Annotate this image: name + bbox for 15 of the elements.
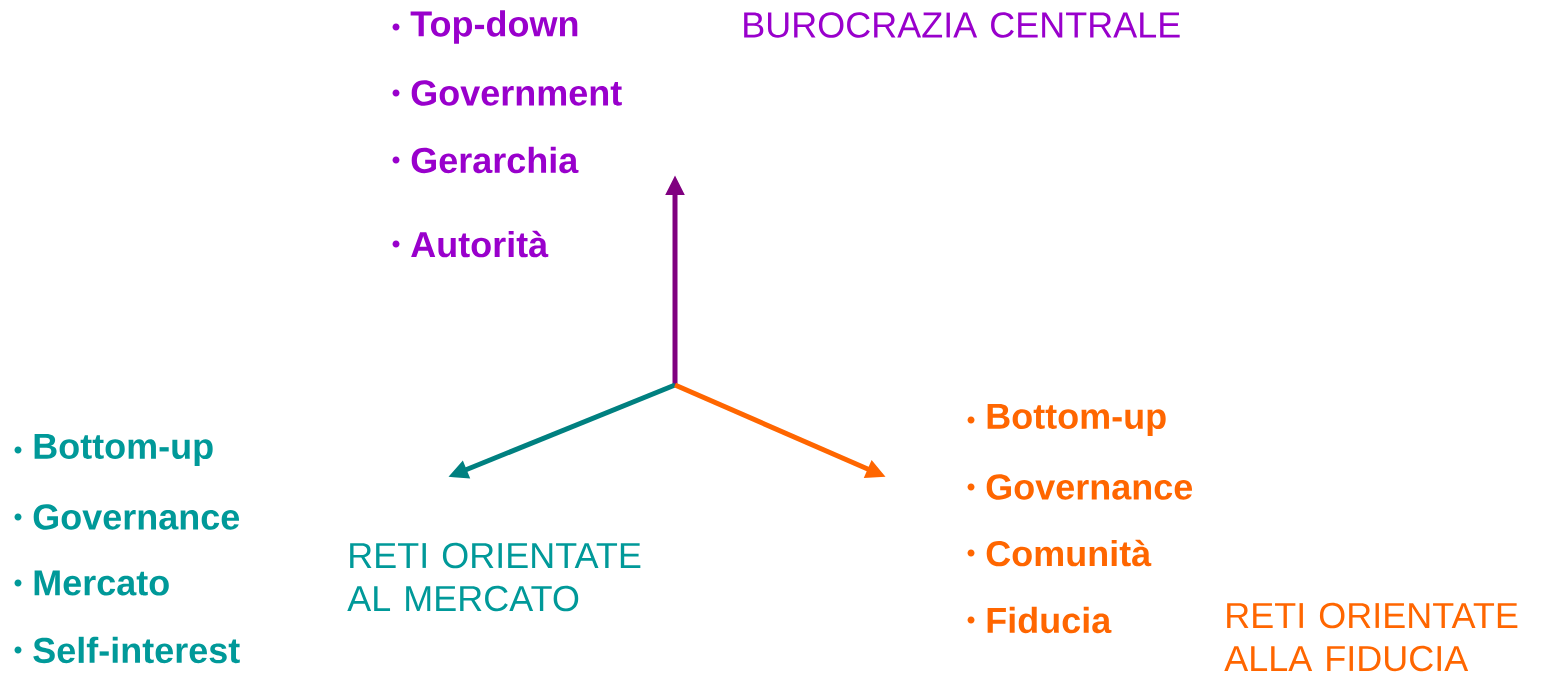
list-item: Governance — [33, 504, 240, 530]
list-item: Autorità — [411, 230, 549, 258]
heading: RETI ORIENTATE AL MERCATO — [347, 542, 641, 612]
list-item: Top-down — [410, 10, 578, 44]
heading: RETI ORIENTATE ALLA FIDUCIA — [1224, 602, 1518, 672]
list-item: Comunità — [986, 539, 1152, 567]
list-item: Bottom-up — [987, 403, 1166, 437]
heading: BUROCRAZIA CENTRALE — [744, 12, 1180, 38]
list-item: Gerarchia — [411, 146, 579, 174]
list-item: Self-interest — [33, 636, 240, 664]
list-item: Governance — [986, 474, 1193, 500]
list-item: Fiducia — [987, 606, 1112, 634]
list-item: Mercato — [34, 570, 169, 596]
list-item: Government — [411, 80, 622, 106]
list-item: Bottom-up — [34, 433, 213, 467]
